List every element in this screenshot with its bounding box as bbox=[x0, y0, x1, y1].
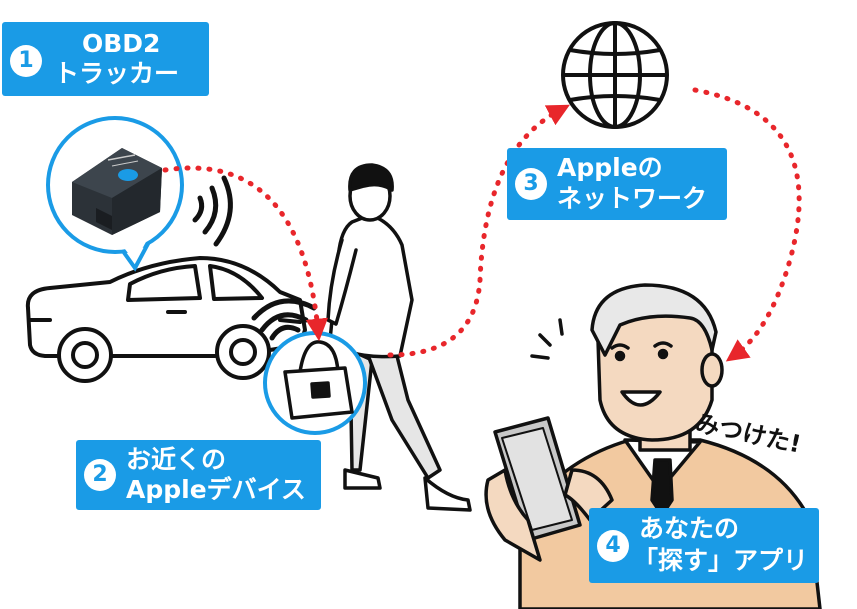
step-title-line-2: Appleデバイス bbox=[126, 475, 306, 504]
step-number: 1 bbox=[10, 45, 42, 77]
handbag-icon bbox=[283, 340, 354, 420]
step-2-label: 2 お近くの Appleデバイス bbox=[76, 440, 321, 510]
step-title-line-2: ネットワーク bbox=[557, 184, 708, 213]
step-title-line-1: お近くの bbox=[126, 445, 227, 474]
step-number: 3 bbox=[515, 168, 547, 200]
step-title-line-2: トラッカー bbox=[54, 59, 180, 88]
wireless-signal-icon bbox=[251, 298, 317, 341]
tablet-icon bbox=[484, 416, 614, 562]
step-number: 4 bbox=[597, 530, 629, 562]
step-title-line-1: あなたの bbox=[639, 514, 740, 543]
step-title-line-2: 「探す」アプリ bbox=[633, 546, 809, 575]
car-icon bbox=[25, 256, 307, 383]
wireless-signal-icon bbox=[192, 175, 233, 247]
walking-person-icon bbox=[326, 163, 472, 512]
step-title-line-1: OBD2 bbox=[82, 29, 161, 58]
step-1-label: 1 OBD2 トラッカー bbox=[2, 22, 209, 96]
step-title-line-1: Appleの bbox=[557, 153, 663, 182]
obd2-tracker-device-icon bbox=[72, 148, 162, 235]
step-4-label: 4 あなたの 「探す」アプリ bbox=[589, 508, 819, 583]
flow-arrows bbox=[162, 87, 802, 362]
step-3-label: 3 Appleの ネットワーク bbox=[507, 148, 727, 220]
step-number: 2 bbox=[84, 459, 116, 491]
globe-icon bbox=[561, 21, 669, 129]
